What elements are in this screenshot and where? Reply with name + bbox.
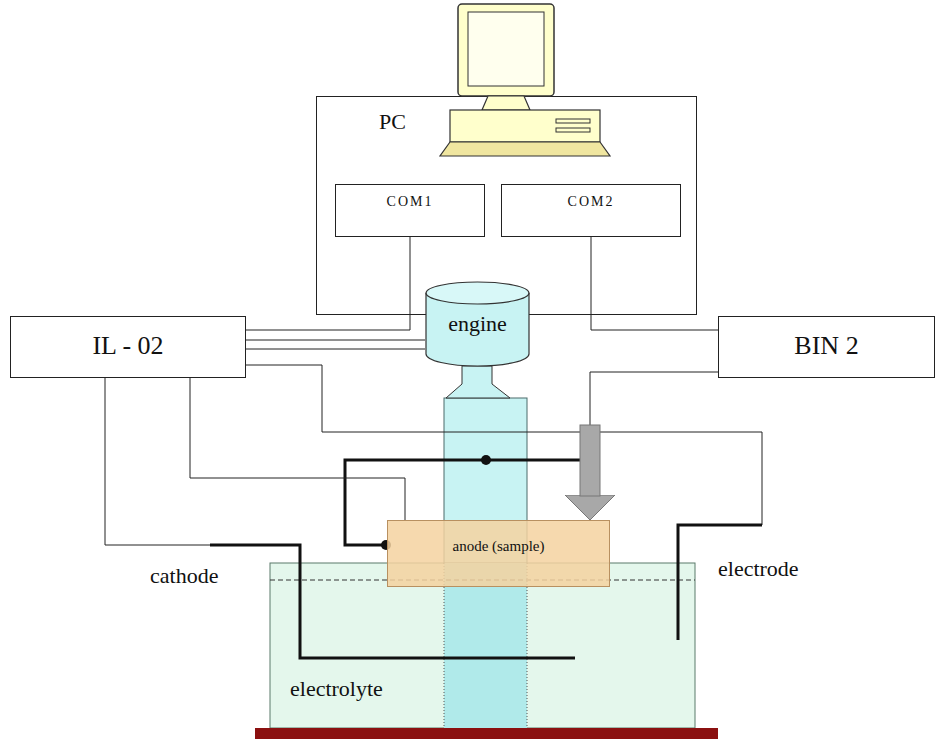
node-text: BIN 2 [794, 331, 858, 361]
engine-neck [446, 366, 510, 398]
node-text: IL - 02 [92, 331, 163, 361]
base-plate [255, 728, 718, 739]
computer-box: PC COM1 COM2 [316, 96, 697, 315]
signal-wire [246, 349, 425, 350]
part-label: cathode [150, 563, 218, 588]
node-text: COM1 [387, 194, 434, 210]
anode-sample: anode (sample) [387, 520, 610, 587]
signal-wire [246, 340, 425, 341]
port-box: COM2 [501, 184, 681, 237]
port-box: COM1 [335, 184, 485, 237]
junction-dot [481, 455, 491, 465]
signal-wire [246, 237, 410, 330]
node-text: anode (sample) [452, 538, 544, 555]
shaft-edge [527, 563, 528, 728]
node-text: engine [448, 311, 507, 336]
signal-wire [190, 378, 405, 520]
electrolyte-tank [270, 563, 695, 728]
part-label: electrode [718, 556, 799, 581]
electrode-wire [678, 525, 762, 640]
signal-wire [590, 372, 718, 520]
wire [246, 365, 762, 525]
sensor-arrow-shaft [580, 425, 600, 496]
instrument-box: IL - 02 [10, 316, 246, 378]
shaft-immersed [444, 563, 527, 728]
shaft-edge [444, 563, 445, 728]
instrument-box: BIN 2 [718, 316, 935, 378]
engine-cylinder: engine [425, 281, 530, 367]
signal-wire [591, 237, 718, 330]
node-text: PC [379, 109, 406, 134]
part-label: electrolyte [290, 676, 383, 701]
node-text: COM2 [568, 194, 615, 210]
wire [105, 378, 210, 545]
